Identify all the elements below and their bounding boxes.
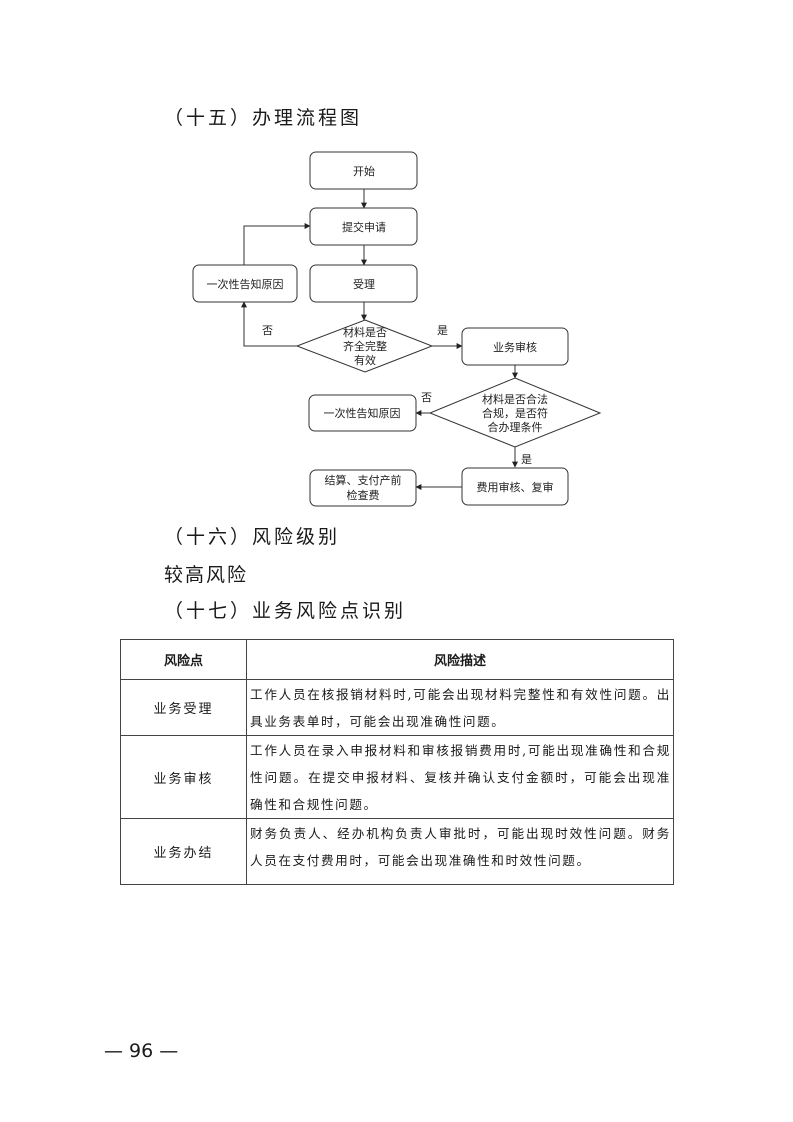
node-notify2: 一次性告知原因	[308, 394, 417, 432]
risk-point-cell: 业务办结	[120, 818, 247, 885]
risk-level-heading: （十六）风险级别	[164, 526, 341, 548]
node-fee-review-label: 费用审核、复审	[477, 480, 554, 494]
risk-point-cell: 业务受理	[120, 679, 247, 736]
node-settle-line1: 结算、支付产前	[325, 473, 402, 487]
label-no-1: 否	[262, 324, 273, 337]
node-decision1-line3: 有效	[354, 353, 376, 367]
arrow-notify1-to-submit	[243, 223, 311, 265]
node-start-label: 开始	[353, 164, 375, 178]
risk-description-cell: 工作人员在核报销材料时,可能会出现材料完整性和有效性问题。出具业务表单时，可能会…	[246, 679, 674, 736]
flowchart-heading: （十五）办理流程图	[164, 107, 363, 129]
node-fee-review: 费用审核、复审	[461, 467, 569, 506]
node-decision2-line2: 合规，是否符	[482, 406, 548, 420]
node-start: 开始	[309, 151, 418, 190]
table-header-row: 风险点 风险描述	[120, 639, 674, 680]
node-submit-label: 提交申请	[342, 220, 386, 234]
risk-description-cell: 工作人员在录入申报材料和审核报销费用时,可能出现准确性和合规性问题。在提交申报材…	[246, 735, 674, 819]
page-number: — 96 —	[104, 1040, 179, 1062]
node-notify1-label: 一次性告知原因	[207, 277, 284, 291]
table-row: 业务受理 工作人员在核报销材料时,可能会出现材料完整性和有效性问题。出具业务表单…	[120, 679, 674, 736]
node-decision1: 材料是否 齐全完整 有效	[295, 319, 434, 373]
node-settle-line2: 检查费	[347, 488, 380, 502]
node-accept: 受理	[309, 264, 418, 303]
process-flowchart: 开始 提交申请 受理 一次性告知原因 材料是否 齐全完整 有效 业务审核 材料是…	[192, 151, 602, 507]
node-notify1: 一次性告知原因	[192, 264, 298, 303]
risk-points-table: 风险点 风险描述 业务受理 工作人员在核报销材料时,可能会出现材料完整性和有效性…	[120, 639, 674, 885]
header-risk-description: 风险描述	[246, 639, 674, 680]
node-review-label: 业务审核	[493, 340, 537, 354]
node-review: 业务审核	[461, 327, 569, 366]
node-settle: 结算、支付产前 检查费	[309, 469, 417, 507]
risk-points-heading: （十七）业务风险点识别	[164, 600, 407, 622]
node-accept-label: 受理	[353, 278, 375, 291]
flow-connectors	[241, 189, 518, 490]
table-row: 业务办结 财务负责人、经办机构负责人审批时，可能出现时效性问题。财务人员在支付费…	[120, 818, 674, 885]
node-decision2-line3: 合办理条件	[488, 420, 543, 434]
header-risk-point: 风险点	[120, 639, 247, 680]
risk-description-cell: 财务负责人、经办机构负责人审批时，可能出现时效性问题。财务人员在支付费用时，可能…	[246, 818, 674, 885]
table-row: 业务审核 工作人员在录入申报材料和审核报销费用时,可能出现准确性和合规性问题。在…	[120, 735, 674, 819]
node-decision2: 材料是否合法 合规，是否符 合办理条件	[428, 377, 602, 448]
label-yes-2: 是	[521, 453, 532, 466]
node-decision1-line1: 材料是否	[343, 325, 387, 339]
label-no-2: 否	[421, 391, 432, 404]
risk-level-value: 较高风险	[164, 564, 249, 586]
risk-point-cell: 业务审核	[120, 735, 247, 819]
node-decision1-line2: 齐全完整	[343, 339, 387, 353]
node-decision2-line1: 材料是否合法	[482, 392, 548, 406]
arrow-decision1-no-to-notify1	[241, 301, 297, 347]
node-submit: 提交申请	[309, 207, 418, 246]
label-yes-1: 是	[437, 324, 448, 337]
node-notify2-label: 一次性告知原因	[324, 406, 401, 420]
